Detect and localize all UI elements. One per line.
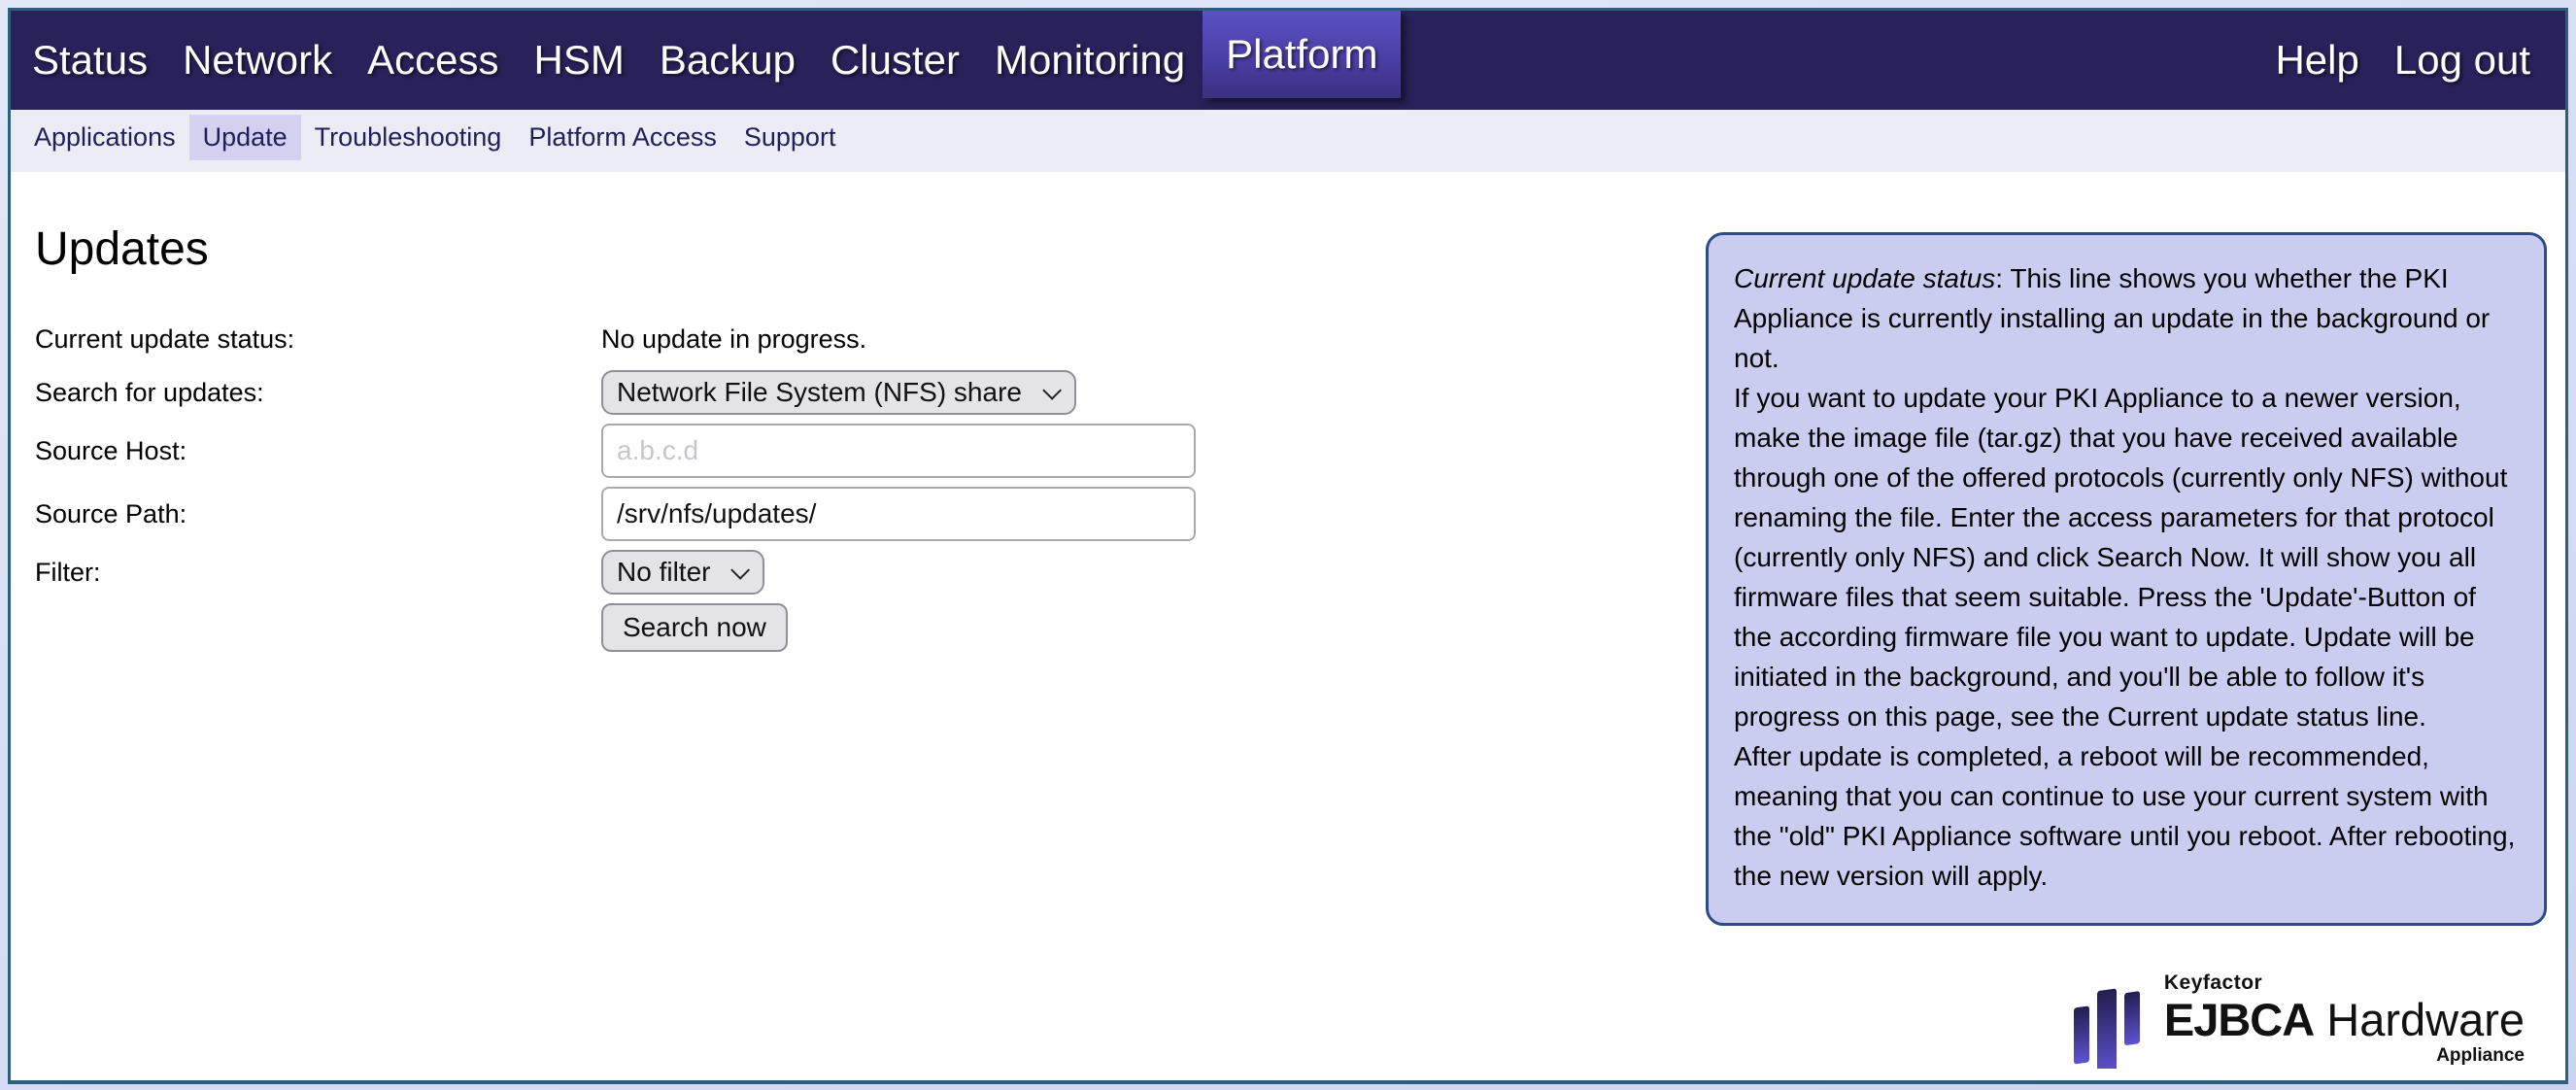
current-update-status-label: Current update status: <box>35 324 295 354</box>
chevron-down-icon <box>1042 380 1062 400</box>
app-window: Status Network Access HSM Backup Cluster… <box>8 8 2568 1084</box>
nav-item-cluster[interactable]: Cluster <box>830 37 960 83</box>
logo-hardware-text: Hardware <box>2326 994 2525 1045</box>
nav-item-hsm[interactable]: HSM <box>533 37 625 83</box>
subnav-item-applications[interactable]: Applications <box>34 121 176 152</box>
row-search-for-updates: Search for updates: Network File System … <box>35 370 1230 415</box>
source-path-label: Source Path: <box>35 498 187 528</box>
nav-item-backup[interactable]: Backup <box>659 37 796 83</box>
nav-item-logout[interactable]: Log out <box>2393 37 2530 83</box>
current-update-status-value: No update in progress. <box>601 324 867 354</box>
info-paragraph-2: If you want to update your PKI Appliance… <box>1734 383 2508 732</box>
info-paragraph-3: After update is completed, a reboot will… <box>1734 741 2516 891</box>
nav-item-platform[interactable]: Platform <box>1203 11 1402 98</box>
row-current-update-status: Current update status: No update in prog… <box>35 317 1230 361</box>
search-for-updates-label: Search for updates: <box>35 377 264 407</box>
info-paragraph-1: Current update status: This line shows y… <box>1734 258 2519 378</box>
nav-item-monitoring[interactable]: Monitoring <box>994 37 1186 83</box>
top-nav: Status Network Access HSM Backup Cluster… <box>11 11 2565 110</box>
main-content: Updates Current update status: No update… <box>11 172 2565 1080</box>
nav-item-network[interactable]: Network <box>183 37 333 83</box>
row-filter: Filter: No filter <box>35 550 1230 595</box>
search-protocol-select[interactable]: Network File System (NFS) share <box>601 370 1076 415</box>
subnav-item-support[interactable]: Support <box>743 121 836 152</box>
row-source-path: Source Path: <box>35 487 1230 541</box>
subnav-item-troubleshooting[interactable]: Troubleshooting <box>314 121 502 152</box>
chevron-down-icon <box>730 560 751 580</box>
nav-item-help[interactable]: Help <box>2275 37 2359 83</box>
info-lead-italic: Current update status <box>1734 263 1996 293</box>
nav-spacer <box>1401 11 2257 110</box>
logo-keyfactor-text: Keyfactor <box>2163 971 2263 994</box>
logo-text: Keyfactor EJBCA Hardware Appliance <box>2164 971 2525 1067</box>
filter-selected-value: No filter <box>617 557 711 587</box>
nav-item-status[interactable]: Status <box>32 37 149 83</box>
update-form: Current update status: No update in prog… <box>35 317 1230 652</box>
row-source-host: Source Host: <box>35 424 1230 478</box>
source-path-input[interactable] <box>601 487 1196 541</box>
subnav-item-platform-access[interactable]: Platform Access <box>528 121 717 152</box>
page-title: Updates <box>35 223 209 275</box>
sub-nav: Applications Update Troubleshooting Plat… <box>11 110 2565 172</box>
logo-appliance-text: Appliance <box>2436 1045 2525 1066</box>
filter-label: Filter: <box>35 557 101 587</box>
filter-select[interactable]: No filter <box>601 550 765 595</box>
keyfactor-bars-icon <box>2073 988 2140 1069</box>
search-protocol-selected-value: Network File System (NFS) share <box>617 377 1022 407</box>
update-help-info-box: Current update status: This line shows y… <box>1706 232 2547 926</box>
nav-item-access[interactable]: Access <box>367 37 499 83</box>
logo-product-text: EJBCA Hardware <box>2164 995 2525 1045</box>
search-now-button[interactable]: Search now <box>601 603 788 652</box>
logo-ejbca-text: EJBCA <box>2163 994 2315 1045</box>
row-search-button: Search now <box>35 603 1230 652</box>
source-host-label: Source Host: <box>35 435 187 465</box>
info-lead-rest: : This line shows you whether the PKI Ap… <box>1734 263 2491 373</box>
keyfactor-ejbca-logo: Keyfactor EJBCA Hardware Appliance <box>2071 970 2525 1069</box>
subnav-item-update[interactable]: Update <box>188 114 301 160</box>
source-host-input[interactable] <box>601 424 1196 478</box>
logo-space <box>2314 994 2326 1045</box>
